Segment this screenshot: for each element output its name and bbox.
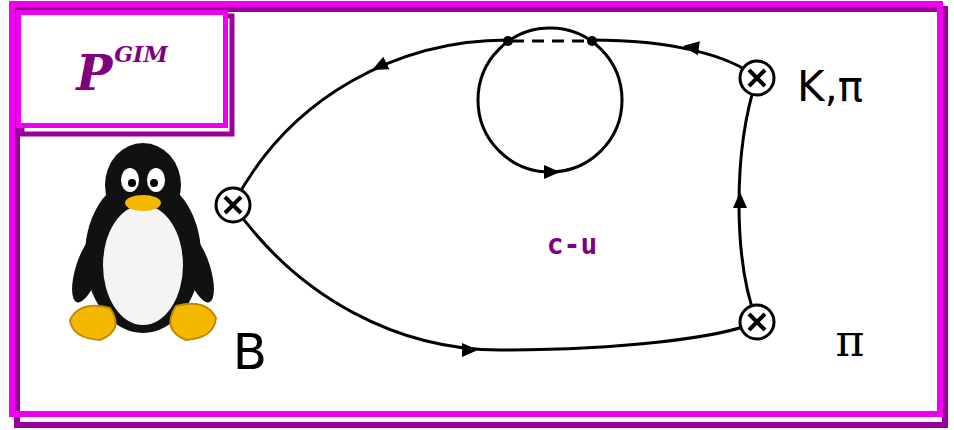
otimes	[216, 61, 774, 339]
meson-label: B	[233, 323, 267, 381]
meson-label: π	[836, 315, 865, 366]
meson-label: K,π	[797, 62, 863, 111]
vertex-dot	[503, 36, 513, 46]
frame-shadow	[17, 9, 945, 425]
arrowhead	[733, 192, 747, 208]
gluon-dashed	[512, 40, 588, 43]
loop	[478, 28, 622, 172]
loop-label: c-u	[547, 228, 598, 261]
quark-lines	[233, 28, 757, 350]
arrowhead	[462, 343, 478, 357]
vertex-dot	[587, 36, 597, 46]
label-box: PGIM	[16, 10, 228, 128]
symbol-text: P	[76, 45, 112, 101]
arrowhead	[682, 39, 700, 55]
arrowhead	[369, 57, 390, 77]
arrowheads	[369, 39, 747, 357]
penguin-illustration	[65, 143, 220, 340]
quark-line	[233, 40, 508, 205]
arrowhead	[544, 165, 560, 179]
quark-line	[233, 205, 757, 350]
superscript-text: GIM	[114, 41, 167, 67]
frame	[12, 4, 940, 414]
